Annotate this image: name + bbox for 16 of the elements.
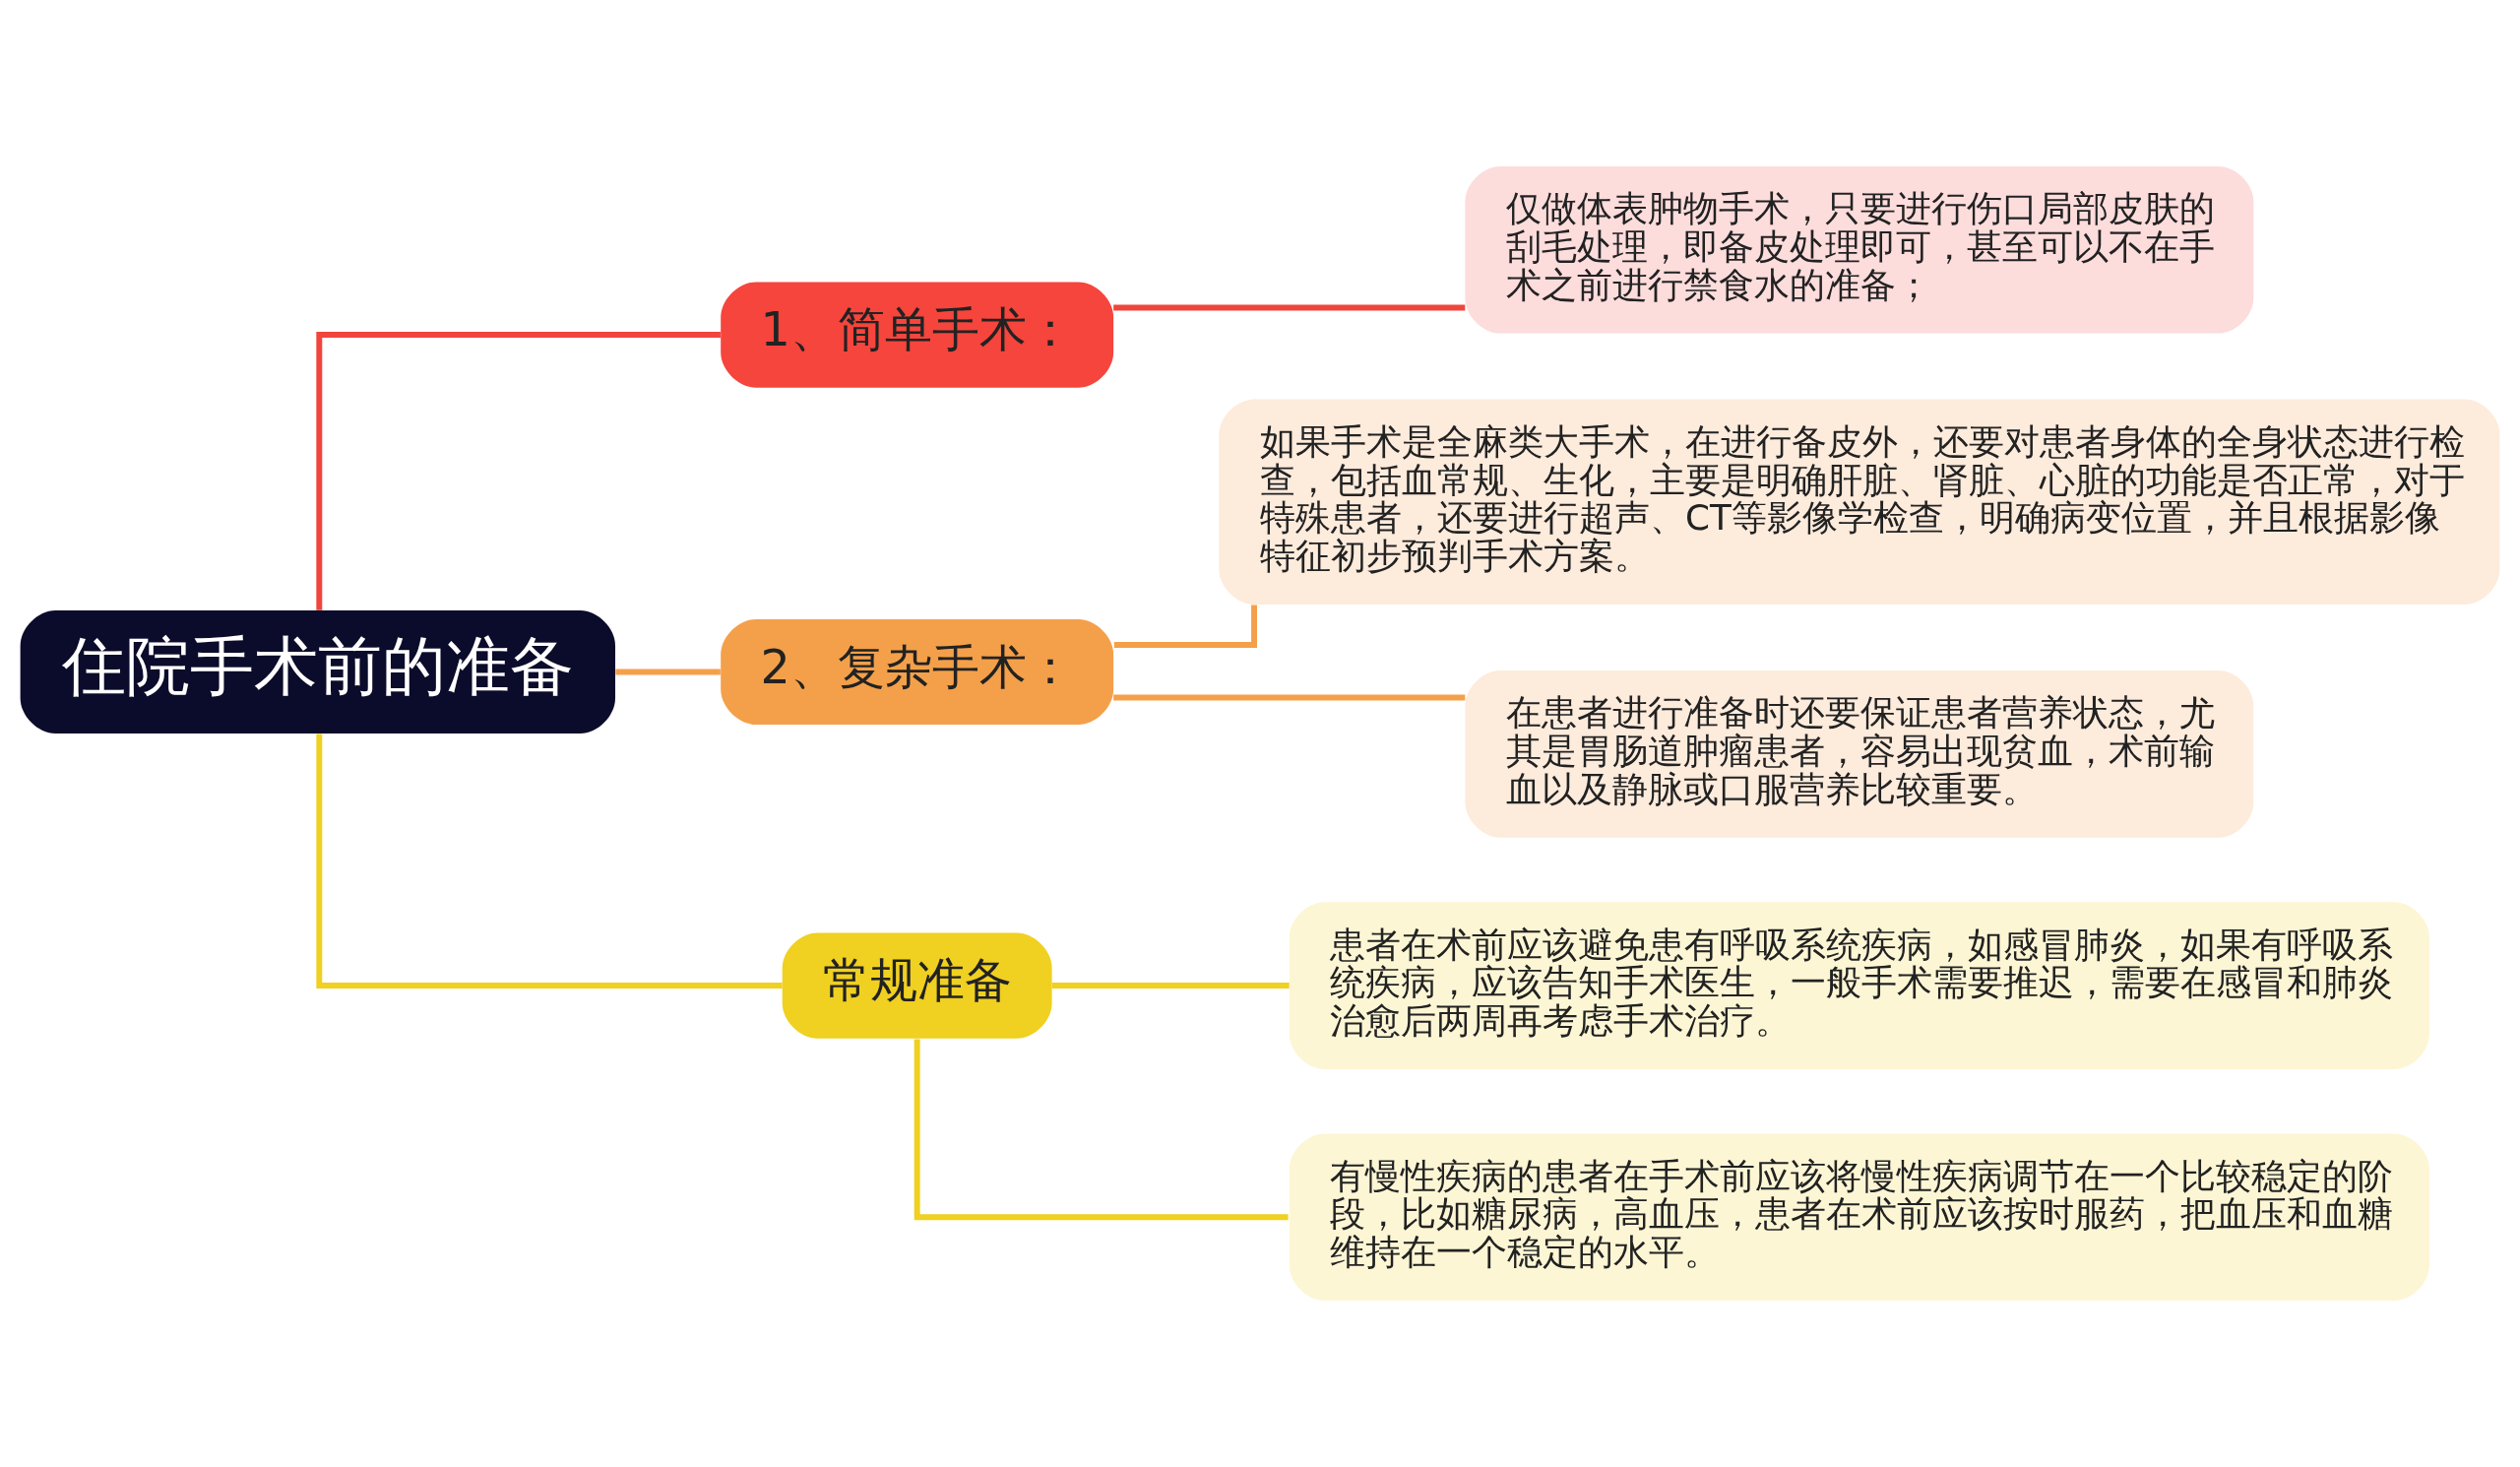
node-box: 患者在术前应该避免患有呼吸系统疾病，如感冒肺炎，如果有呼吸系统疾病，应该告知手术医生，一般手术需要推迟，需要在感冒和肺炎治愈后两周再考虑手术治疗。 [1289,902,2429,1069]
node-box: 在患者进行准备时还要保证患者营养状态，尤其是胃肠道肿瘤患者，容易出现贫血，术前输血以及静脉或口服营养比较重要。 [1465,670,2254,838]
connector [1051,983,1290,989]
connector [1113,694,1466,701]
connector [1113,304,1466,311]
connector [615,669,721,675]
node-box: 住院手术前的准备 [20,609,615,734]
node-box: 有慢性疾病的患者在手术前应该将慢性疾病调节在一个比较稳定的阶段，比如糖尿病，高血压，患者在术前应该按时服药，把血压和血糖维持在一个稳定的水平。 [1289,1133,2429,1302]
node-box: 1、简单手术： [721,282,1114,388]
node-box: 如果手术是全麻类大手术，在进行备皮外，还要对患者身体的全身状态进行检查，包括血常规、生化，主要是明确肝脏、肾脏、心脏的功能是否正常，对于特殊患者，还要进行超声、CT等影像学检查，明确病变位置，并且根据影像特征初步预判手术方案。 [1219,399,2500,605]
node-box: 常规准备 [782,932,1052,1039]
connector [316,332,721,610]
connector [316,734,783,989]
connector [914,1039,1289,1221]
node-box: 仅做体表肿物手术，只要进行伤口局部皮肤的刮毛处理，即备皮处理即可，甚至可以不在手术之前进行禁食水的准备； [1465,165,2254,334]
node-box: 2、复杂手术： [721,618,1114,726]
